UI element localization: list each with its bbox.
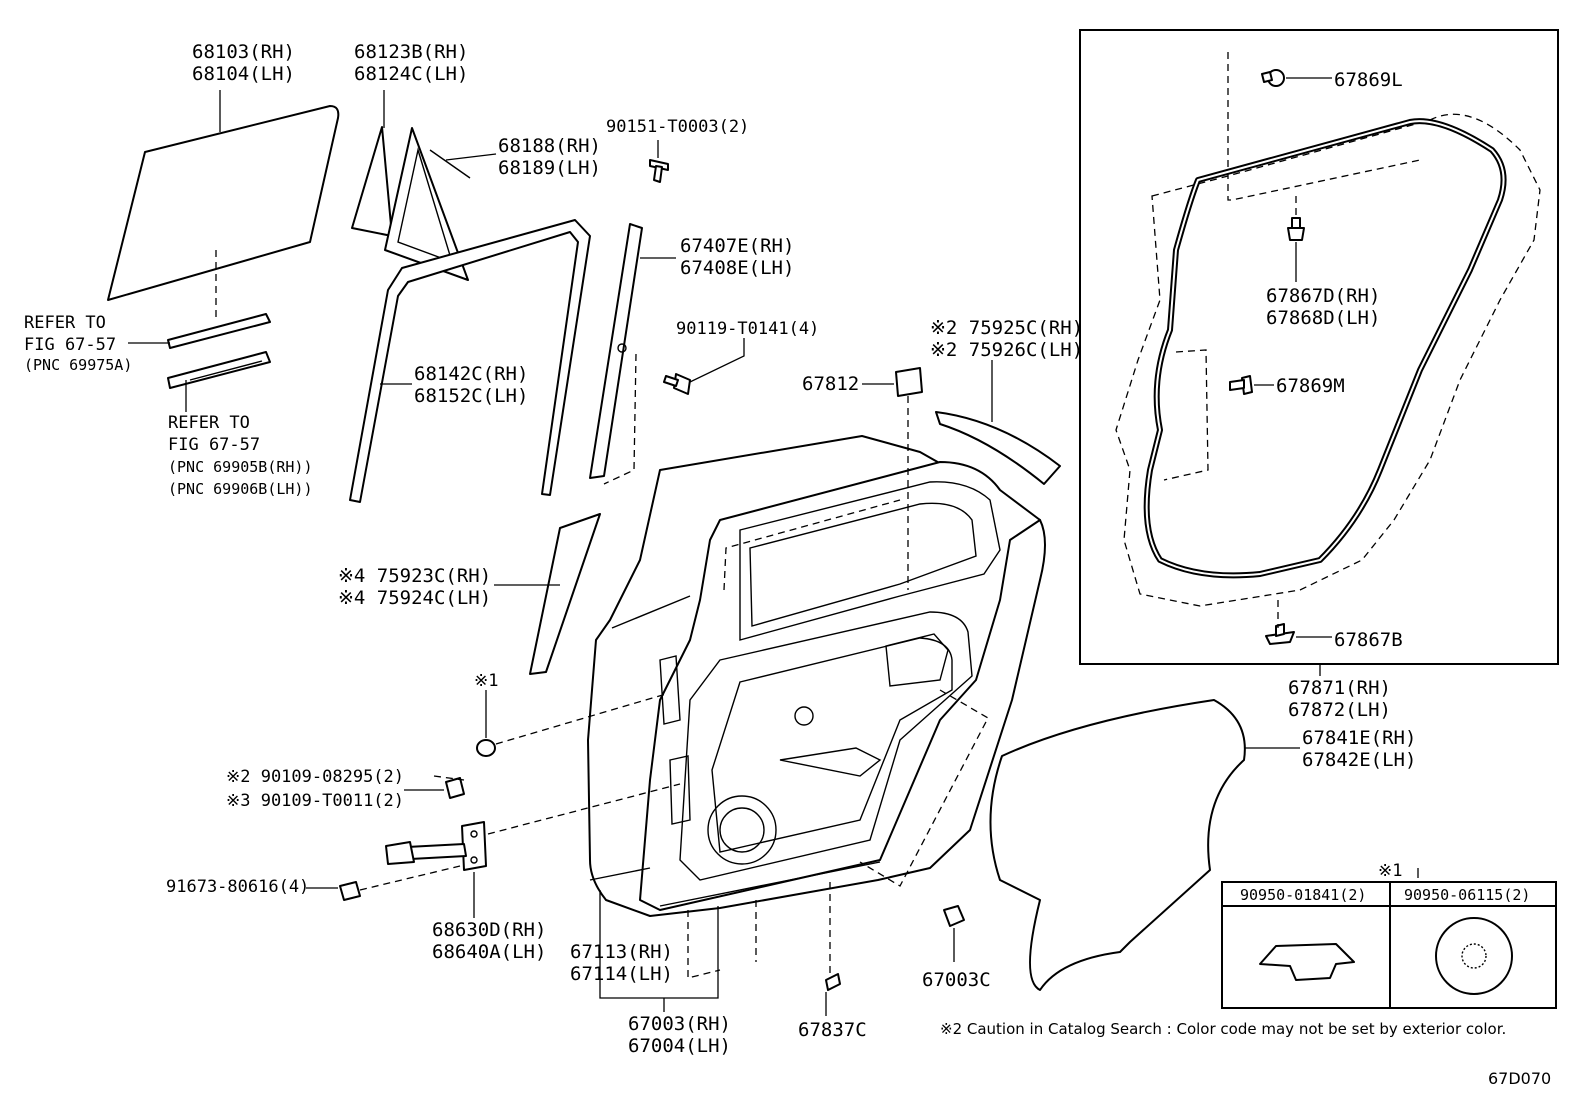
label-67867d: 67867D(RH) (1266, 285, 1380, 307)
label-67841e: 67841E(RH) (1302, 727, 1416, 749)
clip-67869l[interactable] (1261, 69, 1285, 87)
bolt-90119[interactable] (663, 373, 691, 395)
label-refer2-c: (PNC 69905B(RH)) (168, 458, 313, 476)
table-header-90950-01841: 90950-01841(2) (1240, 886, 1366, 904)
label-67869l: 67869L (1334, 69, 1403, 91)
label-67872: 67872(LH) (1288, 699, 1391, 721)
label-68103: 68103(RH) (192, 41, 295, 63)
service-hole-cover[interactable] (989, 699, 1246, 991)
label-68124c: 68124C(LH) (354, 63, 468, 85)
label-67812: 67812 (802, 373, 859, 395)
label-68189: 68189(LH) (498, 157, 601, 179)
label-67837c: 67837C (798, 1019, 867, 1041)
clip-67869m[interactable] (1229, 375, 1253, 395)
label-68630d: 68630D(RH) (432, 919, 546, 941)
label-refer1-a: REFER TO (24, 313, 106, 333)
door-glass[interactable] (107, 105, 340, 301)
plug-67003c[interactable] (943, 905, 965, 927)
label-68152c: 68152C(LH) (414, 385, 528, 407)
table-mark: ※1 (1378, 861, 1402, 881)
screw-90151[interactable] (649, 159, 669, 183)
label-75925c: ※2 75925C(RH) (930, 317, 1083, 339)
label-90119: 90119-T0141(4) (676, 319, 819, 339)
door-check-assembly[interactable] (385, 821, 487, 871)
label-90151: 90151-T0003(2) (606, 117, 749, 137)
label-68142c: 68142C(RH) (414, 363, 528, 385)
label-68123b: 68123B(RH) (354, 41, 468, 63)
weatherstrip-inset-box (1079, 29, 1559, 665)
label-90109-t0011: ※3 90109-T0011(2) (226, 791, 404, 811)
bolt-91673[interactable] (339, 881, 361, 901)
label-67408e: 67408E(LH) (680, 257, 794, 279)
table-header-90950-06115: 90950-06115(2) (1404, 886, 1530, 904)
plug-90950-01841-icon (1259, 943, 1355, 981)
label-91673: 91673-80616(4) (166, 877, 309, 897)
label-67869m: 67869M (1276, 375, 1345, 397)
label-75926c: ※2 75926C(LH) (930, 339, 1083, 361)
clip-67837c[interactable] (825, 973, 841, 991)
label-mark1: ※1 (474, 671, 498, 691)
protector-tape-75925c[interactable] (935, 411, 1061, 485)
label-67004: 67004(LH) (628, 1035, 731, 1057)
rear-door-frame[interactable] (589, 223, 643, 479)
plug-90950-06115-icon (1435, 917, 1513, 995)
caution-note: ※2 Caution in Catalog Search : Color cod… (940, 1020, 1506, 1038)
label-75923c: ※4 75923C(RH) (338, 565, 491, 587)
label-67842e: 67842E(LH) (1302, 749, 1416, 771)
leader-lines (128, 77, 1419, 1016)
label-68188: 68188(RH) (498, 135, 601, 157)
label-67114: 67114(LH) (570, 963, 673, 985)
label-68104: 68104(LH) (192, 63, 295, 85)
glass-run-channel[interactable] (349, 219, 591, 503)
label-67113: 67113(RH) (570, 941, 673, 963)
label-67871: 67871(RH) (1288, 677, 1391, 699)
label-67868d: 67868D(LH) (1266, 307, 1380, 329)
hole-plug-mark1[interactable] (476, 739, 496, 757)
clip-67867d[interactable] (1287, 217, 1305, 241)
bolt-90109[interactable] (445, 777, 465, 799)
outer-belt-moulding[interactable] (167, 313, 271, 349)
figure-code: 67D070 (1488, 1069, 1551, 1088)
label-67003: 67003(RH) (628, 1013, 731, 1035)
label-90109-08295: ※2 90109-08295(2) (226, 767, 404, 787)
inner-belt-weatherstrip[interactable] (167, 351, 271, 389)
label-67407e: 67407E(RH) (680, 235, 794, 257)
label-refer2-a: REFER TO (168, 413, 250, 433)
label-68640a: 68640A(LH) (432, 941, 546, 963)
hole-plug-table (1221, 881, 1557, 1009)
label-refer2-d: (PNC 69906B(LH)) (168, 480, 313, 498)
label-refer1-c: (PNC 69975A) (24, 356, 132, 374)
protector-tape-75923c[interactable] (529, 513, 601, 675)
label-75924c: ※4 75924C(LH) (338, 587, 491, 609)
clip-67867b[interactable] (1265, 623, 1295, 645)
label-67003c: 67003C (922, 969, 991, 991)
label-67867b: 67867B (1334, 629, 1403, 651)
part-67812[interactable] (895, 367, 923, 397)
label-refer1-b: FIG 67-57 (24, 335, 116, 355)
door-inner-panel[interactable] (589, 461, 1041, 911)
label-refer2-b: FIG 67-57 (168, 435, 260, 455)
quarter-glass[interactable] (351, 126, 393, 237)
